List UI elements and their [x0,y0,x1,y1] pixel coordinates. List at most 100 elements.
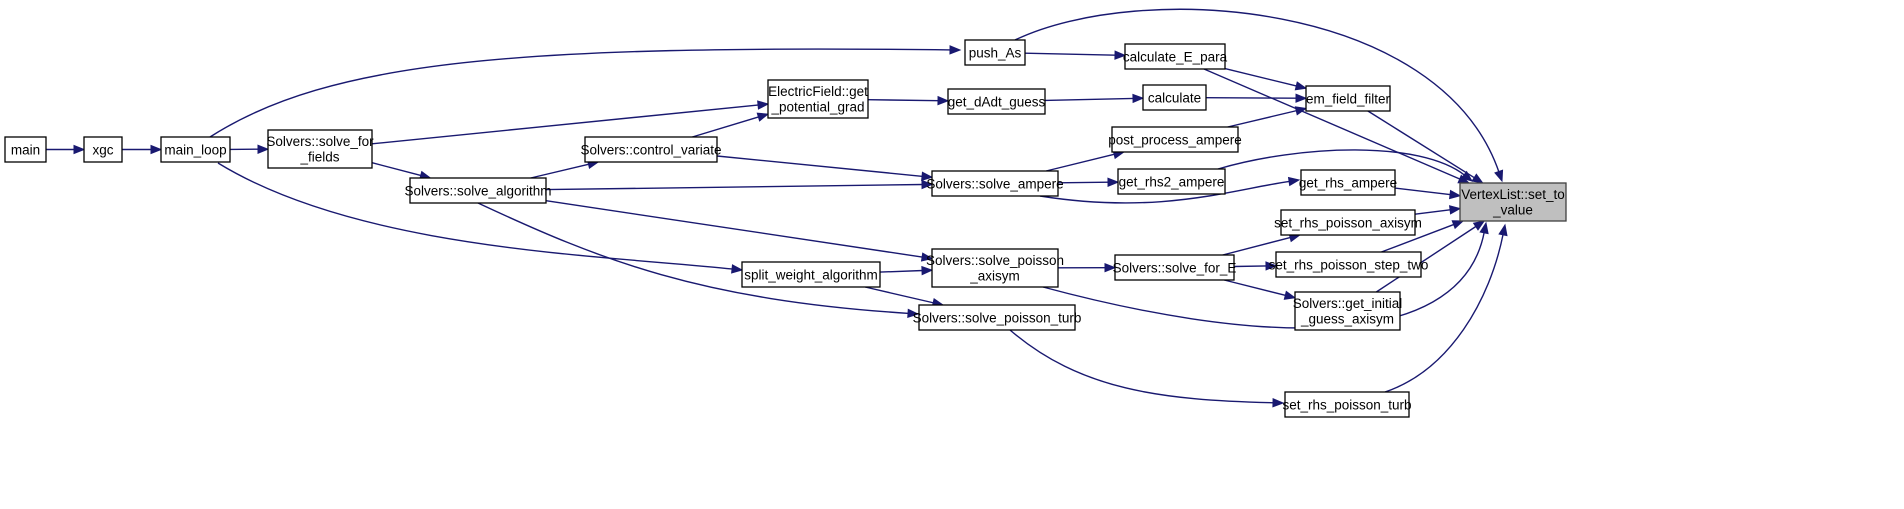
node-set-rhs-poisson-turb[interactable]: set_rhs_poisson_turb [1282,391,1412,418]
edge-control-variate-to-solve-ampere [716,155,934,181]
edge-line [1233,265,1268,268]
edge-push-As-to-calculate-E-para [1024,50,1127,60]
node-box [1459,182,1567,222]
node-label: _potential_grad [770,100,864,115]
node-box [964,39,1026,66]
node-label: post_process_ampere [1108,132,1242,147]
node-set-rhs-poisson-axisym[interactable]: set_rhs_poisson_axisym [1274,209,1422,236]
node-solve-ampere[interactable]: Solvers::solve_ampere [926,170,1064,197]
edge-main-to-xgc [46,144,86,155]
arrowhead [1494,169,1504,183]
edge-solve-poisson-axisym-to-solve-for-E [1057,262,1117,273]
node-label: Solvers::get_initial [1293,296,1403,311]
edge-line [371,104,760,145]
node-box [947,88,1046,115]
node-box [1305,85,1391,112]
node-box [83,136,123,163]
node-get-initial-guess-axisym[interactable]: Solvers::get_initial_guess_axisym [1293,291,1403,331]
node-solve-for-fields[interactable]: Solvers::solve_for_fields [266,129,374,169]
node-box [918,304,1076,331]
edge-line [867,99,940,102]
node-solve-for-E[interactable]: Solvers::solve_for_E [1113,254,1237,281]
node-get-potential-grad[interactable]: ElectricField::get_potential_grad [767,79,869,119]
edge-solve-algorithm-to-solve-ampere [545,179,934,191]
node-label: push_As [969,45,1022,60]
edge-split-weight-algorithm-to-solve-poisson-turb [864,286,945,308]
node-label: Solvers::control_variate [580,142,721,157]
node-label: Solvers::solve_ampere [926,176,1063,191]
node-label: get_dAdt_guess [948,94,1046,109]
node-xgc[interactable]: xgc [83,136,123,163]
edge-line [217,162,734,270]
node-set-rhs-poisson-step-two[interactable]: set_rhs_poisson_step_two [1269,251,1429,278]
edge-line [530,163,590,179]
call-edges [46,8,1508,408]
edge-line [1217,149,1466,176]
edge-get-rhs-ampere-to-set-to-value [1394,187,1462,200]
edge-line [1414,209,1452,215]
node-label: split_weight_algorithm [744,267,878,282]
node-label: main_loop [164,142,226,157]
edge-get-rhs2-ampere-to-set-to-value [1217,149,1474,182]
node-get-dAdt-guess[interactable]: get_dAdt_guess [947,88,1046,115]
node-label: Solvers::solve_for [266,134,374,149]
edge-line [1222,236,1292,256]
node-get-rhs2-ampere[interactable]: get_rhs2_ampere [1117,168,1226,195]
edge-line [1009,329,1275,404]
arrowhead [921,179,934,190]
node-get-rhs-ampere[interactable]: get_rhs_ampere [1299,169,1397,196]
node-label: main [11,142,40,157]
node-main-loop[interactable]: main_loop [160,136,231,163]
edge-line [1044,97,1135,102]
node-calculate[interactable]: calculate [1142,84,1207,111]
node-calculate-E-para[interactable]: calculate_E_para [1123,43,1228,70]
node-box [584,136,718,163]
arrowhead [1287,176,1301,187]
node-push-As[interactable]: push_As [964,39,1026,66]
node-label: xgc [92,142,113,157]
node-main[interactable]: main [4,136,47,163]
edge-get-potential-grad-to-get-dAdt-guess [867,95,950,106]
node-split-weight-algorithm[interactable]: split_weight_algorithm [741,261,881,288]
edge-line [1203,68,1461,181]
edge-push-As-to-set-to-value [1014,8,1504,183]
edge-line [1205,97,1298,99]
edge-line [1381,223,1455,253]
node-box [1114,254,1235,281]
edge-line [1227,109,1298,128]
node-post-process-ampere[interactable]: post_process_ampere [1108,126,1242,153]
node-label: get_rhs_ampere [1299,175,1397,190]
arrowhead [1104,262,1117,273]
edge-line [879,269,924,273]
node-label: calculate [1148,90,1201,105]
node-em-field-filter[interactable]: em_field_filter [1305,85,1391,112]
edge-set-rhs-poisson-step-two-to-set-to-value [1381,220,1465,253]
node-set-to-value: VertexList::set_to_value [1459,182,1567,222]
arrowhead [1114,50,1127,60]
arrowhead [1283,290,1297,300]
edge-solve-algorithm-to-solve-poisson-axisym [545,200,934,262]
node-box [741,261,881,288]
node-solve-poisson-turb[interactable]: Solvers::solve_poisson_turb [913,304,1082,331]
arrowhead [731,264,744,274]
node-box [267,129,373,169]
edge-split-weight-algorithm-to-solve-poisson-axisym [879,265,934,276]
edge-line [1375,225,1477,293]
edge-solve-algorithm-to-solve-poisson-turb [477,202,920,319]
edge-line [716,155,924,178]
node-box [1142,84,1207,111]
node-label: set_rhs_poisson_step_two [1269,257,1429,272]
node-solve-algorithm[interactable]: Solvers::solve_algorithm [404,177,552,204]
node-solve-poisson-axisym[interactable]: Solvers::solve_poisson_axisym [926,248,1064,288]
edge-line [1014,8,1500,173]
arrowhead [1472,220,1486,231]
node-label: get_rhs2_ampere [1119,174,1225,189]
node-control-variate[interactable]: Solvers::control_variate [580,136,722,163]
node-label: ElectricField::get [768,84,868,99]
arrowhead [907,308,920,319]
arrowhead [1498,223,1508,237]
node-box [1294,291,1401,331]
arrowhead [257,144,270,154]
edge-control-variate-to-get-potential-grad [692,112,770,138]
